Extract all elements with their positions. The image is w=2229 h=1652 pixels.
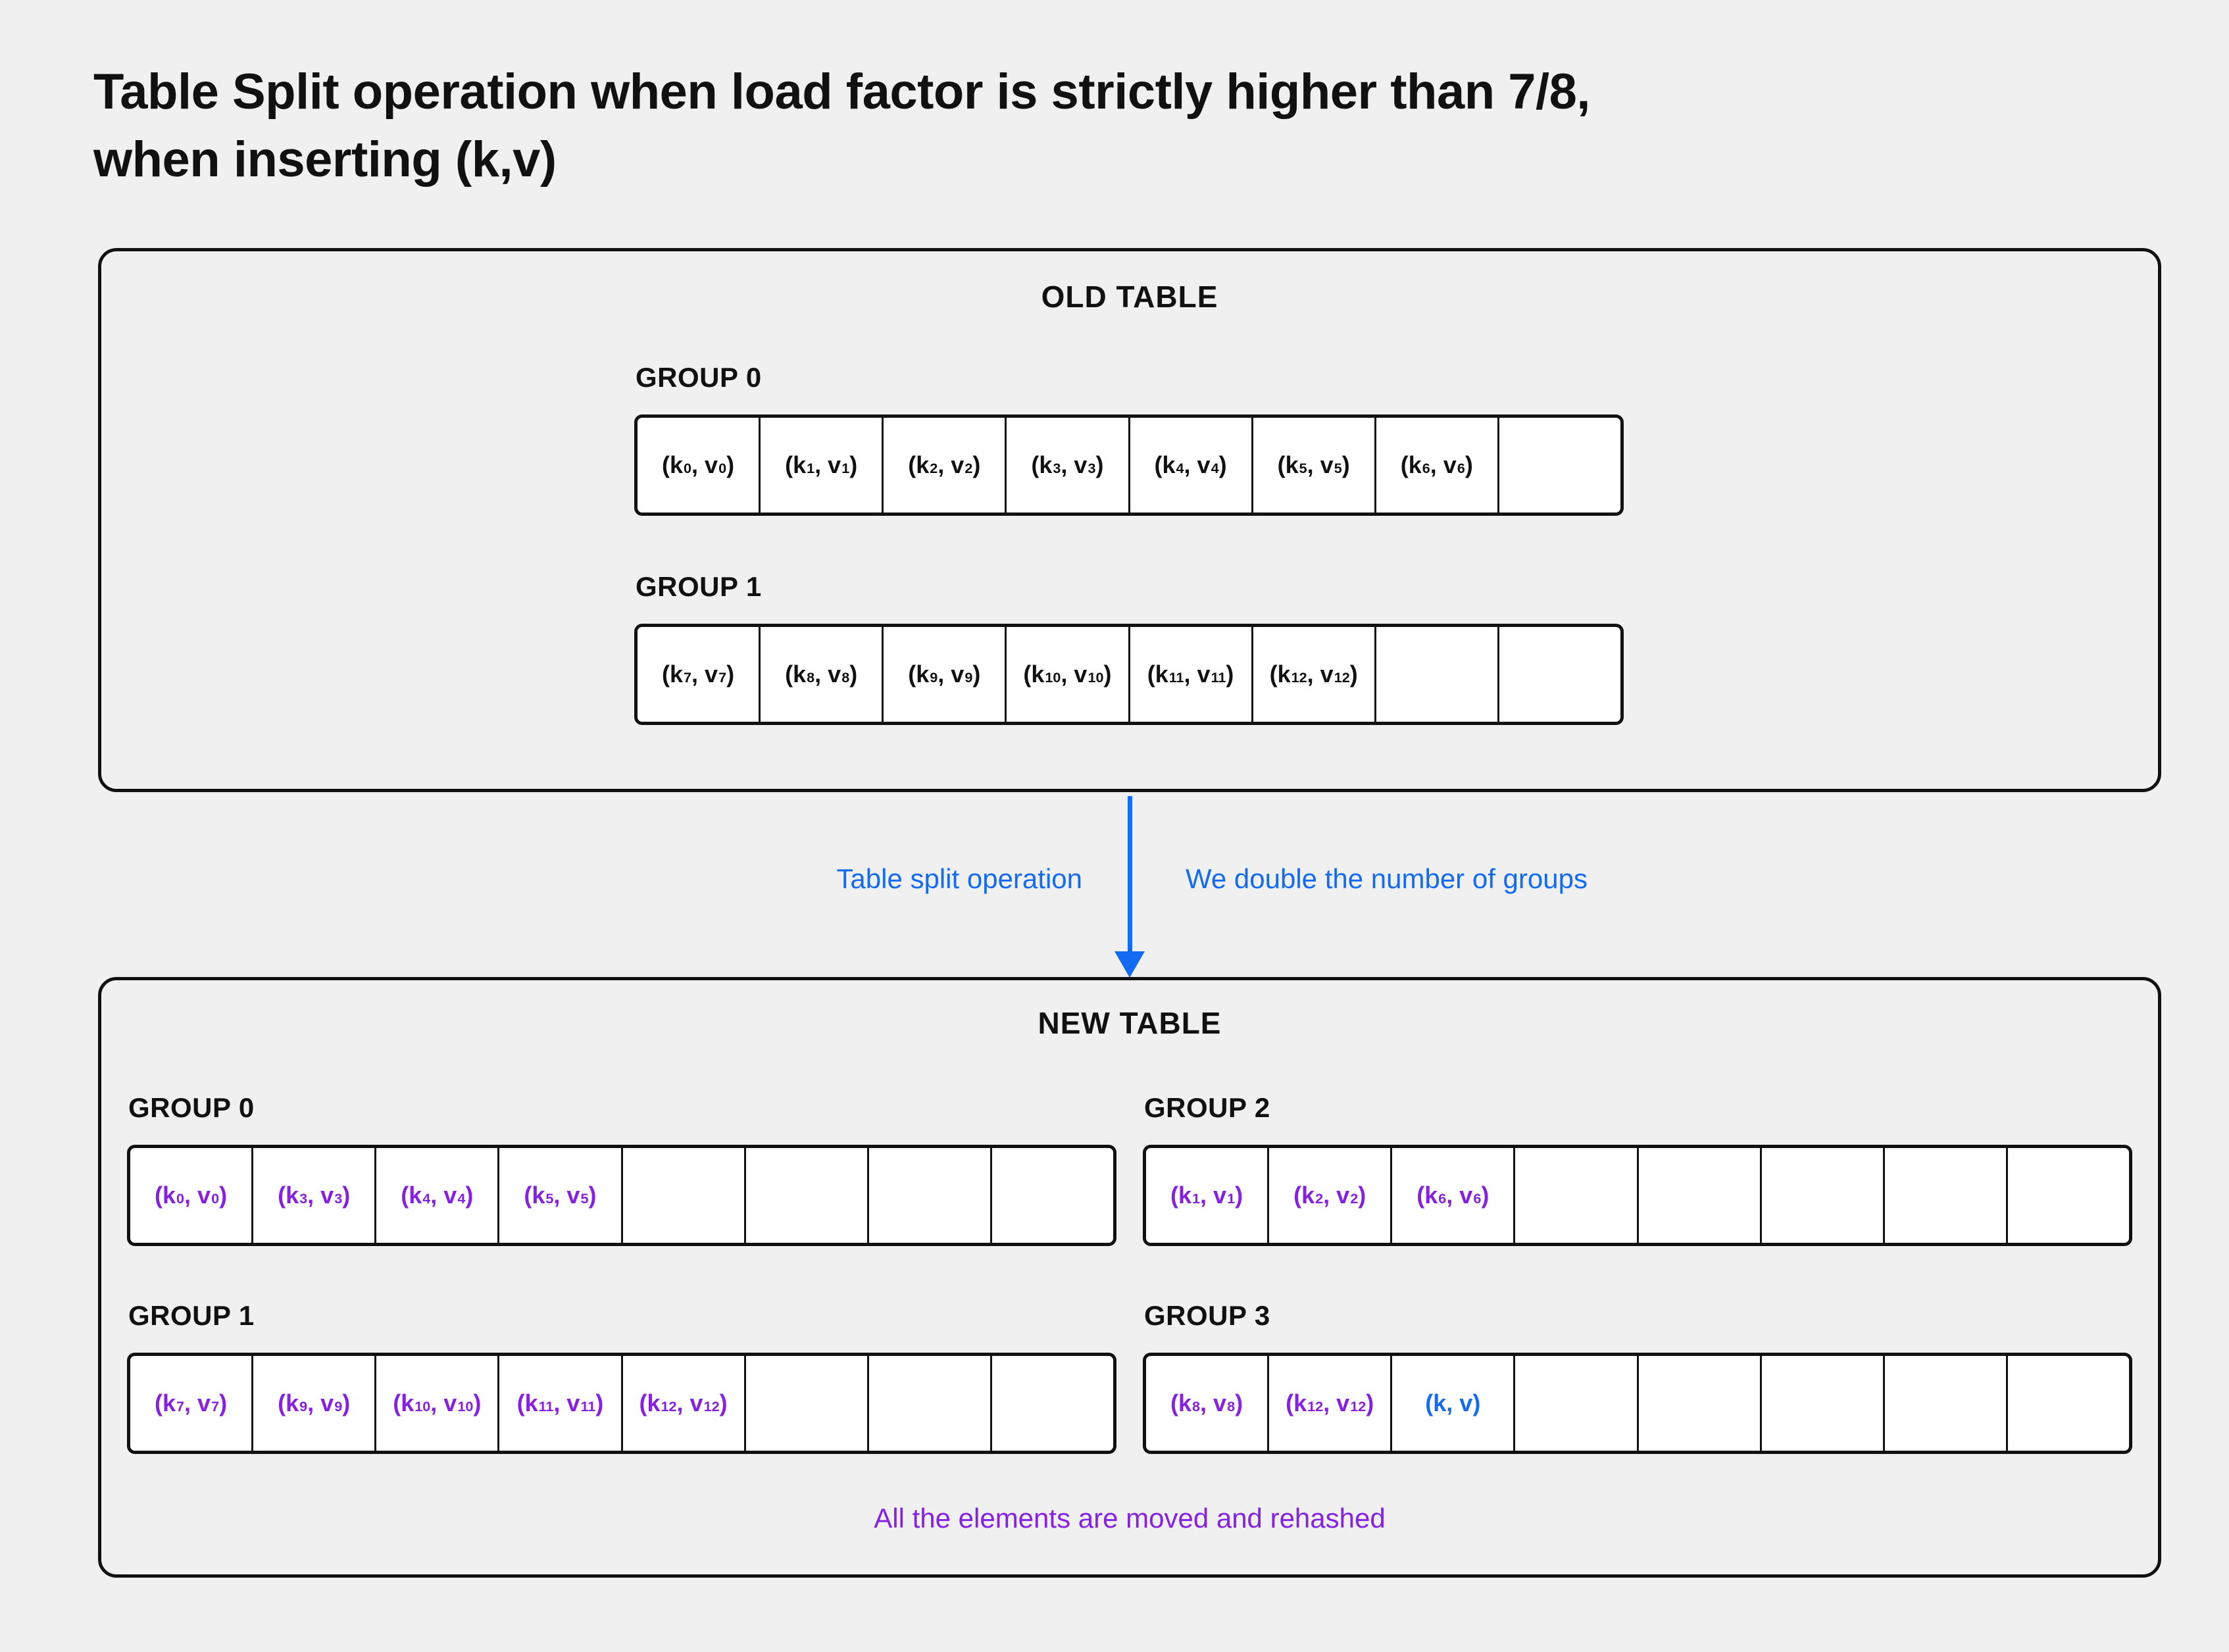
group-label: GROUP 1 (636, 571, 762, 602)
page-title: Table Split operation when load factor i… (93, 64, 1591, 188)
table-cell (623, 1148, 746, 1243)
table-cell (1515, 1356, 1639, 1451)
table-cell (869, 1356, 992, 1451)
old-table-box (98, 248, 2161, 792)
group-label: GROUP 1 (128, 1300, 255, 1331)
transition-label-right: We double the number of groups (1186, 863, 1588, 894)
table-cell (1762, 1148, 1885, 1243)
table-cell (1639, 1148, 1762, 1243)
old-table-heading: OLD TABLE (1041, 280, 1218, 314)
table-cell (746, 1148, 869, 1243)
transition-label-left: Table split operation (836, 863, 1082, 894)
table-cell (992, 1148, 1113, 1243)
table-cell (992, 1356, 1113, 1451)
table-cell (2008, 1148, 2129, 1243)
group-label: GROUP 0 (128, 1092, 255, 1123)
new-table-box (98, 977, 2161, 1578)
table-cell (1376, 627, 1499, 722)
new-table-heading: NEW TABLE (1038, 1006, 1222, 1040)
table-cell (869, 1148, 992, 1243)
rehash-footnote: All the elements are moved and rehashed (874, 1503, 1386, 1534)
table-cell (1639, 1356, 1762, 1451)
table-cell (1762, 1356, 1885, 1451)
table-cell (746, 1356, 869, 1451)
group-label: GROUP 3 (1144, 1300, 1270, 1331)
table-cell: (k, v) (1392, 1356, 1516, 1451)
split-arrow-line (1128, 796, 1132, 954)
table-cell (2008, 1356, 2129, 1451)
table-cell (1499, 418, 1620, 513)
table-cell (1499, 627, 1620, 722)
group-label: GROUP 2 (1144, 1092, 1270, 1123)
table-cell (1515, 1148, 1639, 1243)
table-cell (1885, 1148, 2008, 1243)
table-cell (1885, 1356, 2008, 1451)
group-label: GROUP 0 (636, 362, 762, 393)
split-arrow-head-icon (1114, 951, 1145, 978)
